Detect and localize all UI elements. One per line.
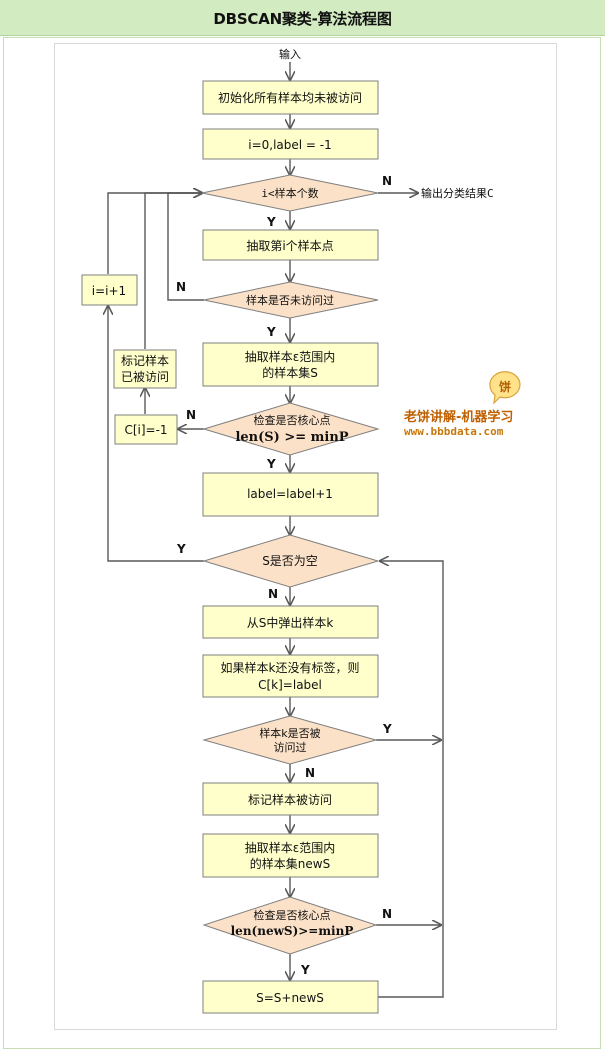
label-no-visited: N <box>305 766 315 780</box>
set-i-box <box>202 128 379 160</box>
new-neighbors-box <box>202 833 379 878</box>
label-inc-text: label=label+1 <box>247 487 333 501</box>
label-no-unvisited: N <box>176 280 186 294</box>
cond-visited-text-1: 样本k是否被 <box>259 726 320 740</box>
noise-text: C[i]=-1 <box>124 423 167 437</box>
pick-box <box>202 229 379 261</box>
page-title: DBSCAN聚类-算法流程图 <box>213 10 392 28</box>
new-neighbors-text-2: 的样本集newS <box>250 856 330 871</box>
mark-k-box <box>202 782 379 816</box>
cond-core2-text-1: 检查是否核心点 <box>254 908 331 922</box>
mark-visited-box <box>113 349 177 389</box>
logo-line-2: www.bbbdata.com <box>404 425 504 438</box>
logo: 饼 老饼讲解-机器学习 www.bbbdata.com <box>403 371 521 438</box>
label-yes-visited: Y <box>382 722 392 736</box>
noise-box <box>114 414 178 445</box>
pick-text: 抽取第i个样本点 <box>246 238 333 253</box>
cond-core-text-1: 检查是否核心点 <box>254 413 331 427</box>
assign-text-1: 如果样本k还没有标签，则 <box>221 660 360 675</box>
label-inc-box <box>202 472 379 517</box>
set-i-text: i=0,label = -1 <box>248 138 332 152</box>
label-no-core: N <box>186 408 196 422</box>
init-text: 初始化所有样本均未被访问 <box>218 90 362 105</box>
cond-unvisited-text: 样本是否未访问过 <box>246 293 334 307</box>
label-no-cond-i: N <box>382 174 392 188</box>
start-label: 输入 <box>279 47 301 61</box>
cond-core2-text-2: len(newS)>=minP <box>231 924 354 938</box>
mark-k-text: 标记样本被访问 <box>248 792 332 807</box>
label-no-core2: N <box>382 907 392 921</box>
connectors <box>108 62 444 998</box>
label-no-empty: N <box>268 587 278 601</box>
label-yes-cond-i: Y <box>266 215 276 229</box>
init-box <box>202 80 379 115</box>
cond-core-diamond <box>202 402 380 456</box>
outer-frame <box>3 37 601 1049</box>
inc-i-box <box>81 274 138 306</box>
output-label: 输出分类结果C <box>421 186 494 200</box>
cond-unvisited-diamond <box>203 281 379 319</box>
logo-line-1: 老饼讲解-机器学习 <box>403 409 513 425</box>
inc-i-text: i=i+1 <box>92 284 126 298</box>
cond-empty-diamond <box>202 534 380 588</box>
pop-text: 从S中弹出样本k <box>247 615 334 630</box>
pop-box <box>202 605 379 639</box>
label-yes-unvisited: Y <box>266 325 276 339</box>
mark-visited-text-2: 已被访问 <box>121 370 169 384</box>
label-yes-empty: Y <box>176 542 186 556</box>
merge-box <box>202 980 379 1014</box>
merge-text: S=S+newS <box>256 991 324 1005</box>
logo-char: 饼 <box>499 379 511 394</box>
label-yes-core2: Y <box>300 963 310 977</box>
cond-core2-diamond <box>202 896 378 955</box>
label-yes-core: Y <box>266 457 276 471</box>
mark-visited-text-1: 标记样本 <box>121 353 169 368</box>
neighbors-text-2: 的样本集S <box>262 365 318 380</box>
cond-core-text-2: len(S) >= minP <box>235 430 348 445</box>
cond-i-text: i<样本个数 <box>261 186 318 200</box>
new-neighbors-text-1: 抽取样本ε范围内 <box>245 840 336 855</box>
cond-empty-text: S是否为空 <box>262 554 318 568</box>
neighbors-text-1: 抽取样本ε范围内 <box>245 349 336 364</box>
cond-visited-text-2: 访问过 <box>274 741 307 754</box>
assign-text-2: C[k]=label <box>258 678 322 692</box>
cond-visited-diamond <box>202 715 378 765</box>
assign-box <box>202 654 379 698</box>
cond-i-diamond <box>201 174 379 212</box>
neighbors-box <box>202 342 379 387</box>
title-bar: DBSCAN聚类-算法流程图 <box>0 0 605 36</box>
logo-bubble-icon <box>489 371 521 405</box>
